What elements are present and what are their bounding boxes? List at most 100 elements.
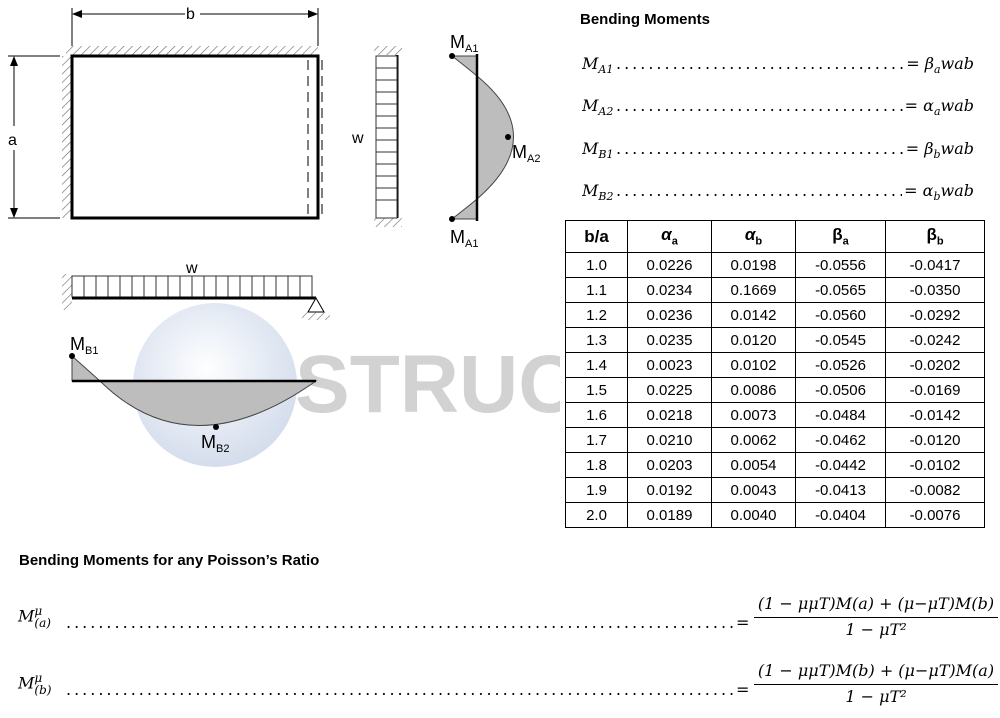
- equals-sign: =: [736, 680, 750, 699]
- table-cell: 0.0043: [711, 477, 796, 503]
- table-cell: 1.9: [565, 477, 628, 503]
- equation-ma1: ........................................…: [582, 54, 974, 78]
- table-cell: 0.0234: [627, 277, 712, 303]
- table-cell: -0.0484: [795, 402, 886, 428]
- numerator: (1 − μμT)M(a) + (μ−μT)M(b): [754, 593, 998, 618]
- equation-rhs: = βbwab: [903, 139, 974, 162]
- equation-ma2: ........................................…: [582, 96, 974, 120]
- side-load-label: w: [351, 130, 364, 147]
- table-cell: 1.2: [565, 302, 628, 328]
- table-cell: 1.5: [565, 377, 628, 403]
- fraction: (1 − μμT)M(a) + (μ−μT)M(b) 1 − μT²: [754, 593, 998, 642]
- table-cell: 0.0210: [627, 427, 712, 453]
- header-beta-b: βb: [885, 220, 985, 253]
- poisson-equation-a: ........................................…: [18, 593, 998, 645]
- equation-rhs: = αawab: [902, 96, 974, 119]
- equation-lhs: MA1: [582, 54, 616, 77]
- numerator: (1 − μμT)M(b) + (μ−μT)M(a): [754, 660, 998, 685]
- equals-sign: =: [736, 613, 750, 632]
- table-cell: -0.0102: [885, 452, 985, 478]
- table-cell: -0.0413: [795, 477, 886, 503]
- equation-lhs: MB1: [582, 139, 616, 162]
- table-cell: 1.0: [565, 252, 628, 278]
- table-cell: -0.0506: [795, 377, 886, 403]
- header-alpha-a: αa: [627, 220, 712, 253]
- beam-load-label: w: [185, 260, 198, 277]
- table-cell: -0.0404: [795, 502, 886, 528]
- moment-diagram-b: [69, 353, 318, 430]
- table-cell: -0.0242: [885, 327, 985, 353]
- table-cell: 2.0: [565, 502, 628, 528]
- label-ma2: MA2: [512, 142, 540, 165]
- moment-diagram-a: [449, 53, 514, 222]
- table-header-row: b/a αa αb βa βb: [565, 220, 985, 253]
- beam-load-section: [62, 274, 330, 320]
- table-cell: -0.0350: [885, 277, 985, 303]
- label-mb1: MB1: [70, 334, 98, 357]
- table-cell: -0.0076: [885, 502, 985, 528]
- table-cell: 0.0054: [711, 452, 796, 478]
- table-cell: 1.1: [565, 277, 628, 303]
- table-cell: 0.0226: [627, 252, 712, 278]
- table-cell: -0.0526: [795, 352, 886, 378]
- plate-plan: [8, 8, 323, 220]
- table-cell: -0.0082: [885, 477, 985, 503]
- plate-diagrams: STRUCT b a: [8, 6, 560, 467]
- table-cell: 0.0040: [711, 502, 796, 528]
- equation-mb2: ........................................…: [582, 181, 974, 205]
- table-cell: 0.0073: [711, 402, 796, 428]
- table-cell: -0.0202: [885, 352, 985, 378]
- equation-rhs: = αbwab: [902, 181, 974, 204]
- table-cell: -0.0292: [885, 302, 985, 328]
- denominator: 1 − μT²: [845, 687, 907, 706]
- table-cell: 1.4: [565, 352, 628, 378]
- table-cell: 0.0142: [711, 302, 796, 328]
- table-cell: 0.0189: [627, 502, 712, 528]
- table-cell: 1.7: [565, 427, 628, 453]
- table-cell: 0.0236: [627, 302, 712, 328]
- equation-lhs: MA2: [582, 96, 616, 119]
- dimension-a: a: [8, 132, 17, 149]
- table-cell: 0.0198: [711, 252, 796, 278]
- table-cell: 0.0192: [627, 477, 712, 503]
- table-cell: 0.0235: [627, 327, 712, 353]
- table-cell: 0.1669: [711, 277, 796, 303]
- table-cell: -0.0442: [795, 452, 886, 478]
- label-ma1-bottom: MA1: [450, 227, 478, 250]
- table-cell: 0.0203: [627, 452, 712, 478]
- table-cell: -0.0417: [885, 252, 985, 278]
- leader-dots: ........................................…: [616, 96, 914, 115]
- table-cell: 0.0062: [711, 427, 796, 453]
- table-cell: 0.0086: [711, 377, 796, 403]
- equation-mb1: ........................................…: [582, 139, 974, 163]
- table-cell: -0.0462: [795, 427, 886, 453]
- table-cell: 1.6: [565, 402, 628, 428]
- table-cell: -0.0545: [795, 327, 886, 353]
- table-cell: -0.0556: [795, 252, 886, 278]
- equation-lhs: MB2: [582, 181, 616, 204]
- dimension-b: b: [186, 6, 195, 23]
- table-cell: -0.0142: [885, 402, 985, 428]
- leader-dots: ........................................…: [66, 680, 736, 699]
- header-ratio: b/a: [565, 220, 628, 253]
- fraction: (1 − μμT)M(b) + (μ−μT)M(a) 1 − μT²: [754, 660, 998, 709]
- table-cell: -0.0565: [795, 277, 886, 303]
- bending-moments-heading: Bending Moments: [580, 11, 710, 28]
- leader-dots: ........................................…: [616, 181, 914, 200]
- table-cell: 1.8: [565, 452, 628, 478]
- watermark-text: STRUCT: [295, 339, 560, 430]
- table-cell: 1.3: [565, 327, 628, 353]
- denominator: 1 − μT²: [845, 620, 907, 639]
- label-mb2: MB2: [201, 432, 229, 455]
